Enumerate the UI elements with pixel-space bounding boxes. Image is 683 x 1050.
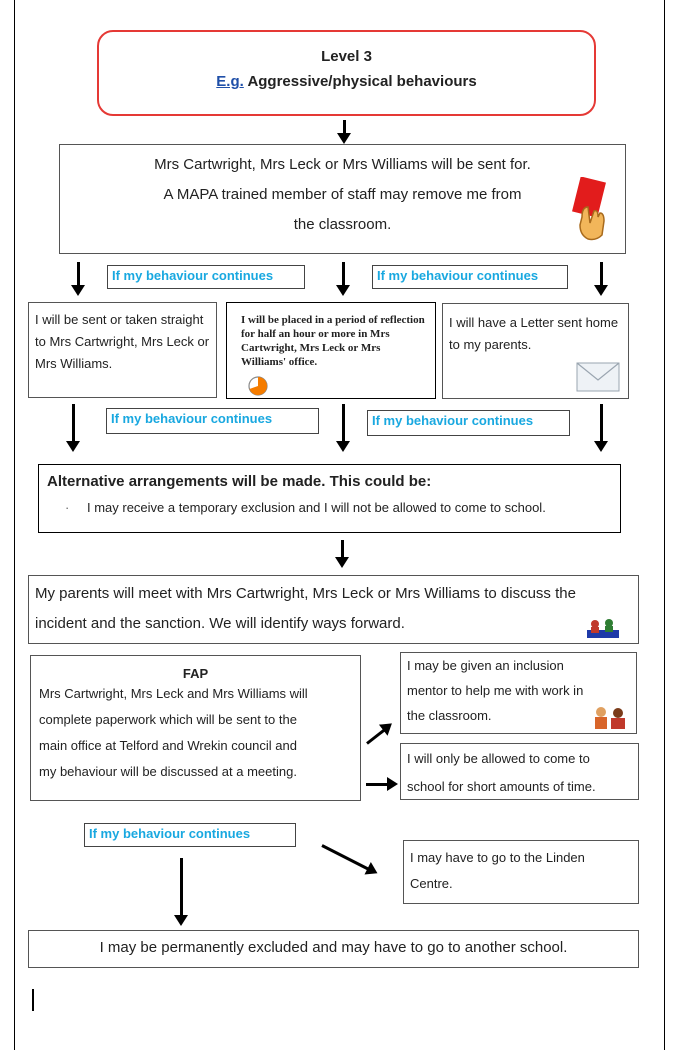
arrow-down <box>336 404 350 452</box>
arrow-down <box>71 262 85 296</box>
alternative-item: · I may receive a temporary exclusion an… <box>47 500 612 515</box>
letter-home-box: I will have a Letter sent home to my par… <box>442 303 629 399</box>
level-title: Level 3 <box>321 48 372 65</box>
short-time-line: I will only be allowed to come to <box>407 751 590 766</box>
permanent-exclusion-box: I may be permanently excluded and may ha… <box>28 930 639 968</box>
arrow-down <box>66 404 80 452</box>
sent-to-staff-box: I will be sent or taken straight to Mrs … <box>28 302 217 398</box>
reflection-text: I will be placed in a period of reflecti… <box>241 314 425 368</box>
staff-sent-for-box: Mrs Cartwright, Mrs Leck or Mrs Williams… <box>59 144 626 254</box>
short-time-line: school for short amounts of time. <box>407 779 596 794</box>
linden-line: Centre. <box>410 876 453 891</box>
arrow-down <box>337 120 351 144</box>
linden-centre-box: I may have to go to the Linden Centre. <box>403 840 639 904</box>
behaviour-continues-label: If my behaviour continues <box>367 410 570 436</box>
arrow-down <box>335 540 349 568</box>
mentor-line: I may be given an inclusion <box>407 658 564 673</box>
letter-home-text: I will have a Letter sent home to my par… <box>449 315 619 352</box>
step1-line: A MAPA trained member of staff may remov… <box>163 186 522 203</box>
timer-icon <box>248 376 268 396</box>
text-cursor <box>32 989 34 1011</box>
red-card-icon <box>572 177 606 241</box>
bullet: · <box>65 500 70 515</box>
behaviour-continues-label: If my behaviour continues <box>107 265 305 289</box>
alternative-title: Alternative arrangements will be made. T… <box>47 473 432 490</box>
meeting-icon <box>587 619 619 638</box>
mentor-icon <box>595 707 625 729</box>
behaviour-continues-label: If my behaviour continues <box>372 265 568 289</box>
arrow-down <box>594 262 608 296</box>
arrow-down <box>336 262 350 296</box>
behaviour-label: Aggressive/physical behaviours <box>247 73 477 90</box>
meeting-line: incident and the sanction. We will ident… <box>35 615 405 632</box>
alternative-arrangements-box: Alternative arrangements will be made. T… <box>38 464 621 533</box>
behaviour-continues-label: If my behaviour continues <box>106 408 319 434</box>
example-line: E.g. Aggressive/physical behaviours <box>99 73 594 90</box>
step1-line: the classroom. <box>293 216 392 233</box>
arrow-diagonal <box>321 844 370 871</box>
arrow-diagonal <box>366 728 386 745</box>
fap-line: my behaviour will be discussed at a meet… <box>39 764 297 779</box>
page-border-right <box>664 0 665 1050</box>
arrow-right <box>366 777 398 791</box>
fap-line: main office at Telford and Wrekin counci… <box>39 738 297 753</box>
sent-to-staff-text: I will be sent or taken straight to Mrs … <box>35 312 210 371</box>
fap-line: Mrs Cartwright, Mrs Leck and Mrs William… <box>39 686 308 701</box>
fap-box: FAP Mrs Cartwright, Mrs Leck and Mrs Wil… <box>30 655 361 801</box>
mentor-line: mentor to help me with work in <box>407 683 584 698</box>
level-header-box: Level 3 E.g. Aggressive/physical behavio… <box>97 30 596 116</box>
parents-meeting-box: My parents will meet with Mrs Cartwright… <box>28 575 639 644</box>
linden-line: I may have to go to the Linden <box>410 850 585 865</box>
short-time-box: I will only be allowed to come to school… <box>400 743 639 800</box>
fap-title: FAP <box>182 666 209 681</box>
step1-line: Mrs Cartwright, Mrs Leck or Mrs Williams… <box>154 156 531 173</box>
arrow-down <box>174 858 188 926</box>
temporary-exclusion-text: I may receive a temporary exclusion and … <box>86 500 546 515</box>
fap-line: complete paperwork which will be sent to… <box>39 712 297 727</box>
behaviour-continues-label: If my behaviour continues <box>84 823 296 847</box>
mentor-line: the classroom. <box>407 708 492 723</box>
envelope-icon <box>576 362 620 392</box>
permanent-exclusion-text: I may be permanently excluded and may ha… <box>99 939 568 956</box>
arrow-down <box>594 404 608 452</box>
page-border-left <box>14 0 15 1050</box>
eg-link[interactable]: E.g. <box>216 73 244 90</box>
meeting-line: My parents will meet with Mrs Cartwright… <box>35 585 576 602</box>
reflection-box: I will be placed in a period of reflecti… <box>226 302 436 399</box>
inclusion-mentor-box: I may be given an inclusion mentor to he… <box>400 652 637 734</box>
